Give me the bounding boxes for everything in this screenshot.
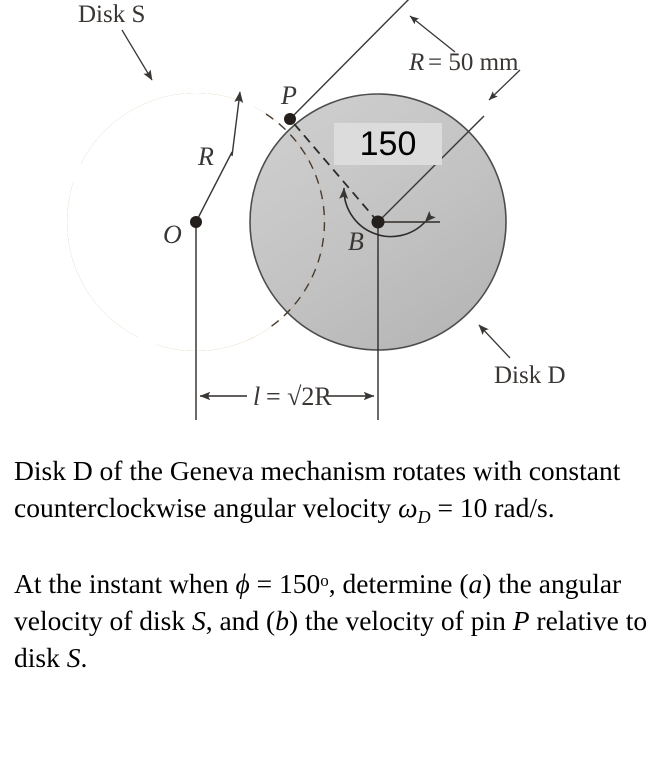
problem-paragraph-2: At the instant when ϕ = 150o, determine …: [14, 562, 648, 676]
paragraph2-part7: relative to disk: [14, 604, 648, 673]
disk-s-ref-1: S: [191, 604, 206, 636]
point-p-label: P: [280, 81, 297, 110]
point-p-dot: [284, 113, 296, 125]
point-o-dot: [190, 216, 202, 228]
dimension-extension-lines: [195, 222, 379, 420]
geneva-mechanism-figure: Disk S Disk D O P B R R = 50 mm l = √2R …: [66, 0, 566, 420]
paragraph2-part3: , determine (: [328, 567, 469, 599]
figure-svg: Disk S Disk D O P B R R = 50 mm l = √2R: [66, 0, 566, 420]
problem-paragraph-1: Disk D of the Geneva mechanism rotates w…: [14, 452, 648, 536]
label-b: b: [275, 604, 289, 636]
radius-note-leaders: [409, 15, 521, 101]
point-o-label: O: [163, 220, 182, 249]
point-b-label: B: [348, 227, 364, 256]
radius-note-value: = 50 mm: [428, 49, 519, 76]
disk-d-label: Disk D: [494, 362, 566, 389]
center-distance-label: l = √2R: [253, 382, 332, 411]
paragraph2-part1: At the instant when: [14, 567, 236, 599]
problem-statement: Disk D of the Geneva mechanism rotates w…: [14, 452, 648, 702]
center-distance-value: = √2R: [266, 382, 332, 411]
paragraph1-part2: = 10 rad/s.: [430, 492, 555, 523]
radius-s-label: R: [197, 142, 214, 171]
paragraph2-part2: = 150: [249, 567, 321, 599]
disk-d-leader: [478, 324, 511, 359]
paragraph2-part8: .: [80, 641, 88, 673]
paragraph2-part6: ) the velocity of pin: [288, 604, 513, 636]
disk-s-leader: [121, 29, 153, 81]
angle-value-label: 150: [359, 124, 417, 163]
disk-s-hidden-rim: [265, 113, 326, 331]
pin-path-line: [289, 0, 410, 120]
omega-symbol: ω: [398, 492, 418, 523]
paragraph2-part5: , and (: [205, 604, 276, 636]
label-a: a: [468, 567, 483, 599]
paragraph2-part4: ) the angular velocity of disk: [14, 567, 622, 636]
omega-subscript: D: [417, 506, 431, 527]
phi-symbol: ϕ: [235, 567, 250, 599]
radius-note-label: R = 50 mm: [408, 49, 519, 76]
degree-symbol: o: [320, 570, 329, 590]
center-distance-symbol: l: [253, 382, 260, 411]
radius-s-leader: [196, 91, 244, 221]
pin-p-ref: P: [512, 604, 530, 636]
radius-note-symbol: R: [408, 49, 424, 76]
disk-s-label: Disk S: [78, 1, 145, 28]
disk-s-ref-2: S: [66, 641, 81, 673]
angle-label-overlay-box: [334, 123, 442, 165]
point-b-dot: [371, 215, 385, 229]
paragraph1-part1: Disk D of the Geneva mechanism rotates w…: [14, 455, 621, 523]
angle-arc-phi: [339, 187, 436, 238]
